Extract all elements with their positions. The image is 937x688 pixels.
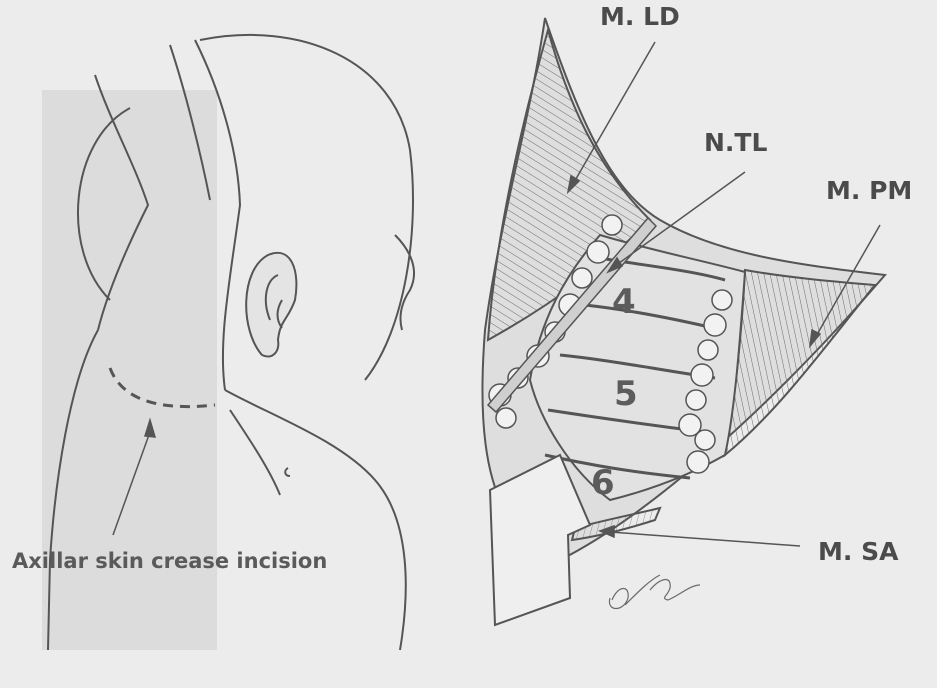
label-n-tl: N.TL: [704, 128, 767, 157]
label-caption: Axillar skin crease incision: [12, 549, 327, 573]
rib-label-5: 5: [614, 374, 638, 414]
label-m-ld: M. LD: [600, 2, 680, 31]
infant-ear: [246, 253, 296, 357]
rib-label-6: 6: [591, 463, 615, 503]
rib-label-4: 4: [612, 282, 636, 322]
label-m-sa: M. SA: [818, 537, 898, 566]
label-m-pm: M. PM: [826, 176, 912, 205]
muscle-pm: [725, 270, 875, 455]
navel-mark: [285, 468, 290, 476]
artist-signature: [609, 575, 700, 609]
